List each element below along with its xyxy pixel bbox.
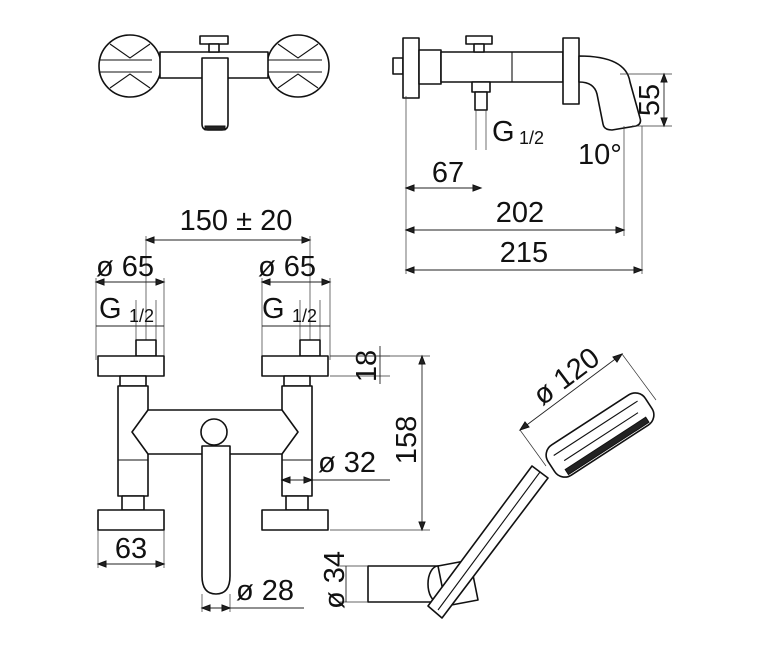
side-view-mixer: 55 G 1/2 10° 67 202 215: [392, 35, 672, 274]
side-curved-spout: [578, 55, 642, 131]
left-thread-frac: 1/2: [129, 306, 154, 326]
dim-63: 63: [115, 533, 147, 565]
dim-18: 18: [351, 350, 383, 382]
diverter-cap: [200, 418, 228, 446]
side-inlet: [474, 91, 488, 111]
left-bottom-handle: [97, 509, 165, 531]
right-thread-frac: 1/2: [292, 306, 317, 326]
side-thread-frac: 1/2: [519, 128, 544, 148]
shower-head: [545, 392, 655, 478]
left-top-handle: [97, 355, 165, 377]
left-thread-g: G: [99, 293, 122, 325]
dim-158: 158: [391, 416, 423, 464]
side-angle: 10°: [578, 139, 622, 171]
left-cross-arms: [100, 43, 152, 89]
elevation-spout: [201, 445, 231, 595]
dim-55: 55: [634, 84, 666, 116]
side-end-handle: [562, 37, 580, 105]
left-handle-dia: ø 65: [96, 251, 154, 283]
spout-dia: ø 28: [236, 575, 294, 607]
dim-150-20: 150 ± 20: [180, 205, 293, 237]
elevation-view-mixer: 150 ± 20 ø 65 ø 65 G 1/2 G 1/2: [94, 205, 430, 612]
body-dia: ø 32: [318, 447, 376, 479]
shower-dia: ø 120: [527, 342, 605, 412]
side-thread-g: G: [492, 116, 515, 148]
right-bottom-handle: [261, 509, 329, 531]
dim-202: 202: [496, 197, 544, 229]
front-spout: [201, 57, 229, 131]
left-cross-handle: [98, 34, 162, 98]
right-cross-handle: [266, 34, 330, 98]
side-body: [440, 51, 564, 83]
right-handle-dia: ø 65: [258, 251, 316, 283]
right-cross-arms: [268, 43, 322, 89]
holder-dia: ø 34: [319, 551, 351, 609]
diverter-knob: [199, 35, 229, 45]
right-thread-g: G: [262, 293, 285, 325]
dim-215: 215: [500, 237, 548, 269]
dim-67: 67: [432, 157, 464, 189]
front-view-mixer: [98, 34, 330, 131]
side-wall-flange: [402, 37, 420, 99]
right-top-handle: [261, 355, 329, 377]
